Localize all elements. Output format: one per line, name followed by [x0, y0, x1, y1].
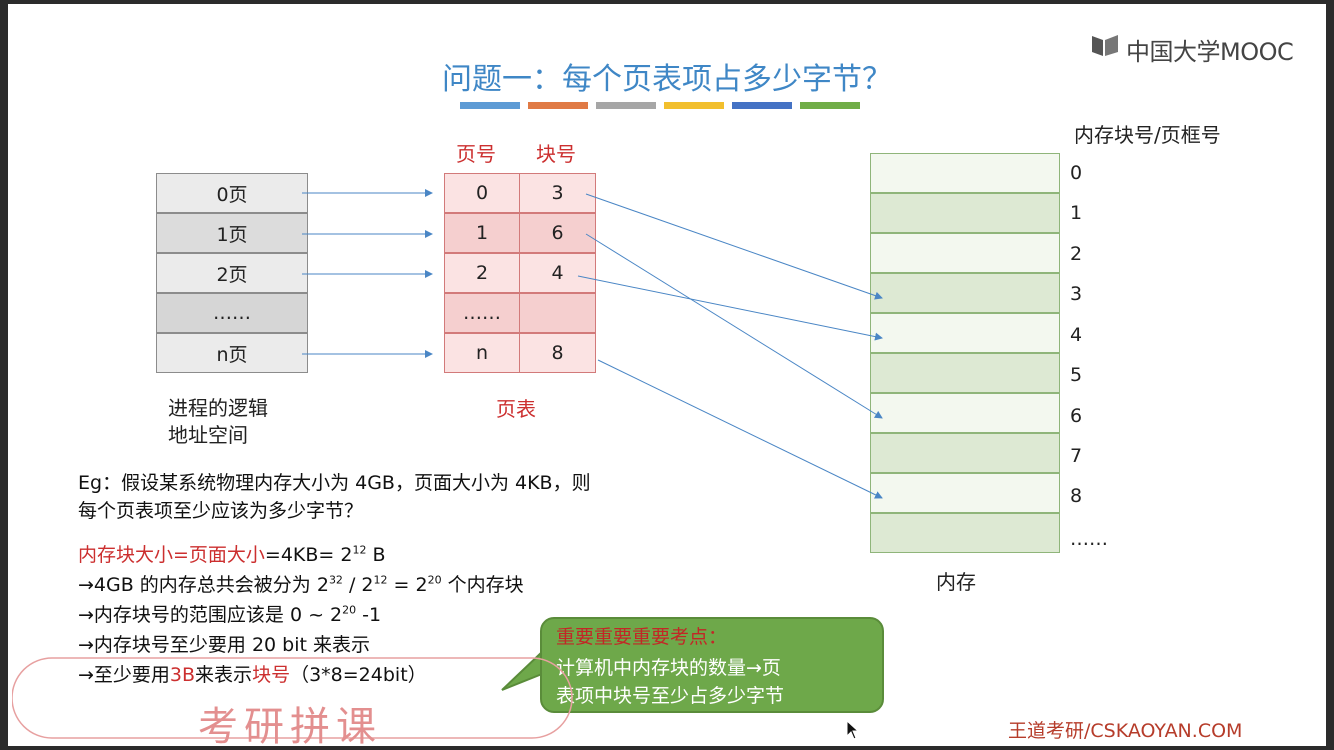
memory-frame-1 — [870, 193, 1060, 233]
title-bar-darkblue — [732, 102, 792, 109]
example-line5-b: -1 — [356, 604, 382, 626]
example-line4-exp3: 20 — [427, 573, 442, 587]
example-line4-b: / 2 — [342, 574, 374, 596]
block-size-highlight: 内存块大小=页面大小 — [78, 544, 265, 566]
title-bar-orange — [528, 102, 588, 109]
title-bar-gray — [596, 102, 656, 109]
key-point-callout — [540, 617, 884, 713]
frame-number-8: 8 — [1070, 485, 1083, 507]
arrow-block-8-to-frame-8 — [597, 359, 883, 499]
logical-caption-line1: 进程的逻辑 — [168, 396, 268, 420]
memory-frame-0 — [870, 153, 1060, 193]
slide-title: 问题一：每个页表项占多少字节？ — [442, 62, 892, 97]
example-line7-a: →至少要用 — [78, 664, 170, 686]
example-line3: 内存块大小=页面大小=4KB= 212 B — [78, 540, 386, 567]
frame-number-0: 0 — [1070, 162, 1083, 184]
footer-brand: 王道考研/CSKAOYAN.COM — [1008, 720, 1243, 742]
frame-number-5: 5 — [1070, 364, 1083, 386]
frame-number-4: 4 — [1070, 324, 1083, 346]
example-line7-b: 来表示 — [195, 664, 253, 686]
memory-caption: 内存 — [936, 570, 976, 594]
example-line7-3b: 3B — [169, 664, 196, 686]
mouse-cursor-icon — [846, 720, 860, 740]
page-table-block-n: 8 — [519, 333, 596, 373]
example-line4-c: = 2 — [387, 574, 428, 596]
memory-header: 内存块号/页框号 — [1074, 123, 1221, 147]
page-table-caption: 页表 — [496, 397, 536, 421]
memory-frame-8 — [870, 473, 1060, 513]
example-line5-a: →内存块号的范围应该是 0 ~ 2 — [78, 604, 343, 626]
logical-page-n: n页 — [156, 333, 308, 373]
example-line5-exp: 20 — [342, 603, 357, 617]
watermark-outline — [12, 657, 573, 739]
example-line4-exp1: 32 — [328, 573, 343, 587]
arrow-block-3-to-frame-3 — [585, 193, 883, 300]
logical-page-ellipsis: …… — [156, 293, 308, 333]
frame-number-1: 1 — [1070, 202, 1083, 224]
memory-frame-4 — [870, 313, 1060, 353]
frame-number-6: 6 — [1070, 405, 1083, 427]
slide: 问题一：每个页表项占多少字节？ 中国大学MOOC 0页 1页 2页 …… n页 … — [8, 4, 1326, 746]
arrow-block-4-to-frame-4 — [577, 275, 883, 341]
title-bar-green — [800, 102, 860, 109]
arrow-block-6-to-frame-6 — [585, 233, 883, 419]
example-line4-exp2: 12 — [373, 573, 388, 587]
frame-number-ellipsis: …… — [1070, 528, 1108, 550]
mapping-arrows — [302, 189, 883, 499]
frame-number-7: 7 — [1070, 445, 1083, 467]
page-table-header-block: 块号 — [536, 142, 576, 166]
page-table-page-0: 0 — [444, 173, 520, 213]
example-line7-block-no: 块号 — [252, 664, 291, 686]
example-line3-exp: 12 — [352, 543, 367, 557]
frame-number-3: 3 — [1070, 283, 1083, 305]
example-line7-c: （3*8=24bit） — [290, 664, 427, 686]
callout-title: 重要重要重要考点： — [556, 626, 728, 648]
page-table-page-2: 2 — [444, 253, 520, 293]
example-line4-d: 个内存块 — [441, 574, 524, 596]
page-table-block-2: 4 — [519, 253, 596, 293]
example-line3-text: =4KB= 2 — [264, 544, 353, 566]
page-table-header-page: 页号 — [456, 142, 496, 166]
logical-page-1: 1页 — [156, 213, 308, 253]
page-table-block-1: 6 — [519, 213, 596, 253]
example-line7: →至少要用3B来表示块号（3*8=24bit） — [78, 660, 427, 687]
example-line4-a: →4GB 的内存总共会被分为 2 — [78, 574, 329, 596]
title-bar-blue — [460, 102, 520, 109]
title-bar-yellow — [664, 102, 724, 109]
example-line1: Eg：假设某系统物理内存大小为 4GB，页面大小为 4KB，则 — [78, 472, 591, 494]
example-line5: →内存块号的范围应该是 0 ~ 220 -1 — [78, 600, 381, 627]
example-line6: →内存块号至少要用 20 bit 来表示 — [78, 634, 371, 656]
callout-line2: 表项中块号至少占多少字节 — [556, 685, 785, 707]
page-table-page-1: 1 — [444, 213, 520, 253]
logical-caption-line2: 地址空间 — [168, 423, 248, 447]
memory-frame-3 — [870, 273, 1060, 313]
watermark-text: 考研拼课 — [198, 704, 382, 746]
logical-page-2: 2页 — [156, 253, 308, 293]
memory-frame-7 — [870, 433, 1060, 473]
example-line4: →4GB 的内存总共会被分为 232 / 212 = 220 个内存块 — [78, 570, 524, 597]
example-line2: 每个页表项至少应该为多少字节？ — [78, 500, 364, 522]
mooc-logo-icon — [1092, 35, 1118, 56]
page-table-page-ellipsis: …… — [444, 293, 520, 333]
memory-frame-6 — [870, 393, 1060, 433]
memory-frame-2 — [870, 233, 1060, 273]
callout-line1: 计算机中内存块的数量→页 — [556, 657, 781, 679]
mooc-logo-text: 中国大学MOOC — [1126, 38, 1294, 66]
memory-frame-9 — [870, 513, 1060, 553]
example-line3-end: B — [366, 544, 386, 566]
memory-frame-5 — [870, 353, 1060, 393]
callout-body: 计算机中内存块的数量→页 表项中块号至少占多少字节 — [556, 654, 876, 710]
page-table-block-0: 3 — [519, 173, 596, 213]
frame-number-2: 2 — [1070, 243, 1083, 265]
logical-page-0: 0页 — [156, 173, 308, 213]
page-table-block-ellipsis — [519, 293, 596, 333]
